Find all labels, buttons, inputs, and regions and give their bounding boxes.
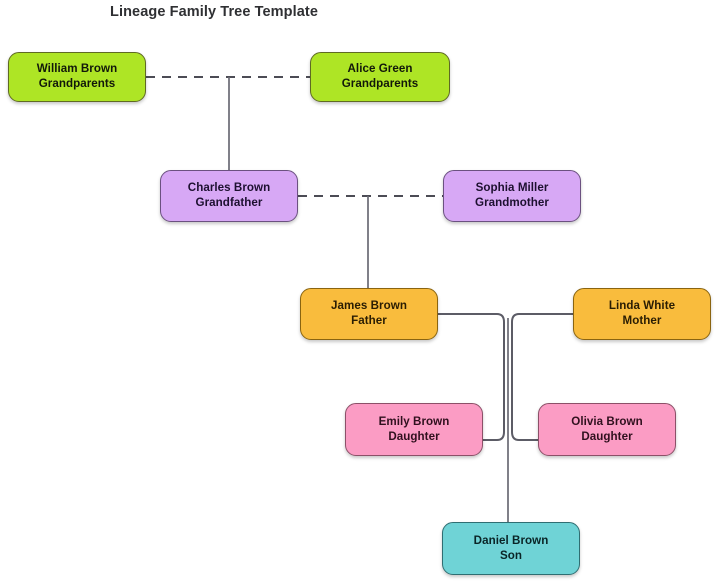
node-role: Daughter [388, 429, 440, 443]
node-name: Linda White [608, 299, 676, 313]
page-title: Lineage Family Tree Template [110, 4, 319, 20]
node-charles-brown[interactable]: Charles Brown Grandfather [160, 170, 298, 222]
node-role: Grandparents [341, 77, 419, 90]
node-name: Daniel Brown [473, 533, 549, 547]
node-emily-brown[interactable]: Emily Brown Daughter [345, 403, 483, 456]
node-name: Sophia Miller [475, 181, 549, 195]
node-role: Mother [622, 314, 662, 327]
node-role: Grandfather [195, 196, 263, 209]
node-olivia-brown[interactable]: Olivia Brown Daughter [538, 403, 676, 456]
node-name: Emily Brown [378, 414, 450, 428]
node-role: Father [351, 314, 387, 327]
node-linda-white[interactable]: Linda White Mother [573, 288, 711, 340]
node-name: Olivia Brown [571, 414, 643, 428]
node-name: Alice Green [347, 62, 413, 76]
node-daniel-brown[interactable]: Daniel Brown Son [442, 522, 580, 575]
node-role: Son [499, 548, 523, 562]
node-alice-green[interactable]: Alice Green Grandparents [310, 52, 450, 102]
node-sophia-miller[interactable]: Sophia Miller Grandmother [443, 170, 581, 222]
node-role: Grandparents [38, 77, 116, 90]
node-james-brown[interactable]: James Brown Father [300, 288, 438, 340]
node-role: Grandmother [475, 196, 549, 209]
node-name: James Brown [331, 299, 407, 313]
node-role: Daughter [581, 429, 633, 443]
node-william-brown[interactable]: William Brown Grandparents [8, 52, 146, 102]
node-name: William Brown [36, 62, 118, 76]
node-name: Charles Brown [187, 181, 271, 195]
